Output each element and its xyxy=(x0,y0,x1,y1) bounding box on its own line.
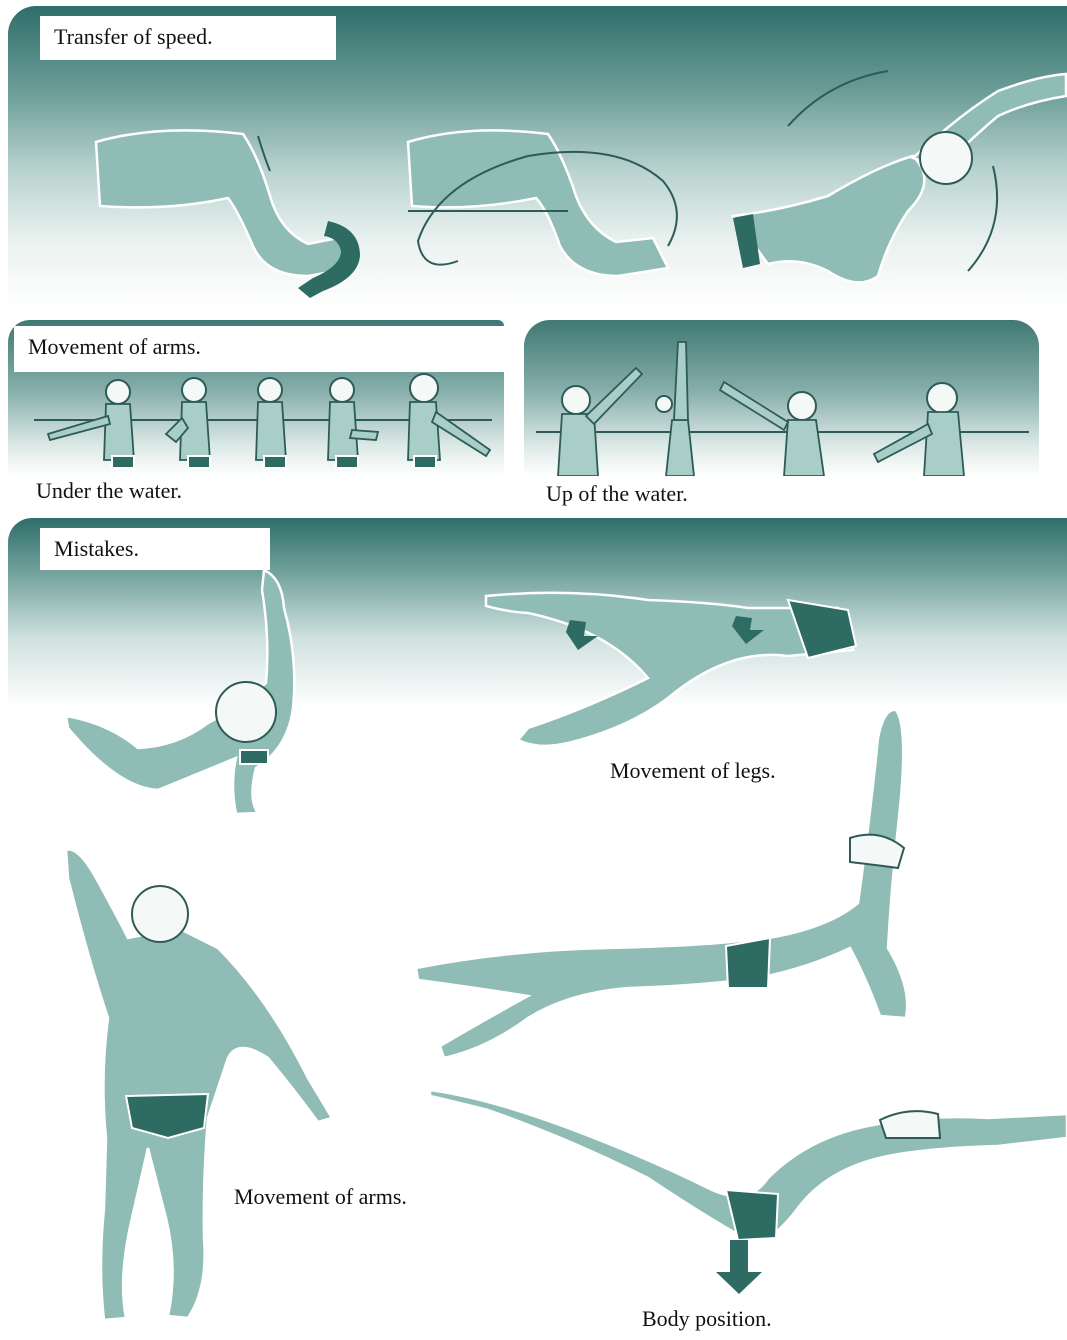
under-the-water-caption: Under the water. xyxy=(36,478,182,504)
up-water-swimmers-illustration xyxy=(524,320,1039,476)
body-position-caption: Body position. xyxy=(642,1306,772,1332)
up-of-the-water-caption: Up of the water. xyxy=(546,481,688,507)
movement-of-arms-mistake-caption: Movement of arms. xyxy=(234,1184,407,1210)
under-water-swimmers-illustration xyxy=(8,320,504,476)
movement-of-legs-caption: Movement of legs. xyxy=(610,758,776,784)
mistakes-panel: Mistakes. Movement of legs. Movement of … xyxy=(8,518,1067,1340)
up-of-the-water-panel xyxy=(524,320,1039,476)
transfer-of-speed-panel: Transfer of speed. xyxy=(8,6,1067,306)
movement-of-arms-panel: Movement of arms. xyxy=(8,320,504,476)
mistakes-illustrations xyxy=(8,518,1067,1340)
arm-push-illustration-1 xyxy=(8,6,1067,306)
